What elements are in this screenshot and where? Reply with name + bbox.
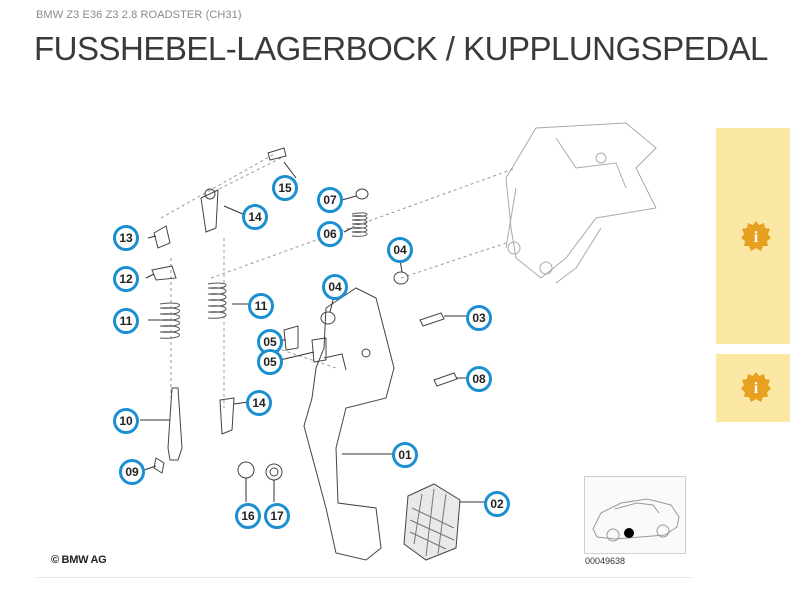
- callout-13[interactable]: 13: [113, 225, 139, 251]
- page-title: FUSSHEBEL-LAGERBOCK / KUPPLUNGSPEDAL: [34, 30, 768, 67]
- callout-10[interactable]: 10: [113, 408, 139, 434]
- exploded-view-drawing: [140, 122, 657, 561]
- svg-text:i: i: [754, 229, 759, 246]
- callout-11-right[interactable]: 11: [248, 293, 274, 319]
- callout-06[interactable]: 06: [317, 221, 343, 247]
- callout-16[interactable]: 16: [235, 503, 261, 529]
- breadcrumb: BMW Z3 E36 Z3 2.8 ROADSTER (CH31): [36, 9, 242, 21]
- callout-12[interactable]: 12: [113, 266, 139, 292]
- callout-09[interactable]: 09: [119, 459, 145, 485]
- diagram-divider: [36, 577, 692, 578]
- car-outline-icon: [592, 498, 680, 542]
- callout-08[interactable]: 08: [466, 366, 492, 392]
- svg-text:i: i: [754, 380, 759, 397]
- info-icon[interactable]: i: [739, 370, 773, 404]
- callout-03[interactable]: 03: [466, 305, 492, 331]
- callout-04-lower[interactable]: 04: [322, 274, 348, 300]
- diagram-id: 00049638: [585, 556, 626, 566]
- callout-14[interactable]: 14: [242, 204, 268, 230]
- callout-04-upper[interactable]: 04: [387, 237, 413, 263]
- callout-15[interactable]: 15: [272, 175, 298, 201]
- callout-17[interactable]: 17: [264, 503, 290, 529]
- info-panel-bottom[interactable]: i: [716, 354, 790, 422]
- copyright-label: © BMW AG: [51, 554, 107, 566]
- info-icon[interactable]: i: [739, 219, 773, 253]
- info-panel-top[interactable]: i: [716, 128, 790, 344]
- vehicle-thumbnail[interactable]: [584, 476, 686, 554]
- callout-07[interactable]: 07: [317, 187, 343, 213]
- callout-01[interactable]: 01: [392, 442, 418, 468]
- callout-05-lower[interactable]: 05: [257, 349, 283, 375]
- callout-02[interactable]: 02: [484, 491, 510, 517]
- parts-diagram: 15 14 13 12 11 11 10 09 07 06 04 04 05 0…: [36, 108, 692, 578]
- callout-11-left[interactable]: 11: [113, 308, 139, 334]
- callout-14-lower[interactable]: 14: [246, 390, 272, 416]
